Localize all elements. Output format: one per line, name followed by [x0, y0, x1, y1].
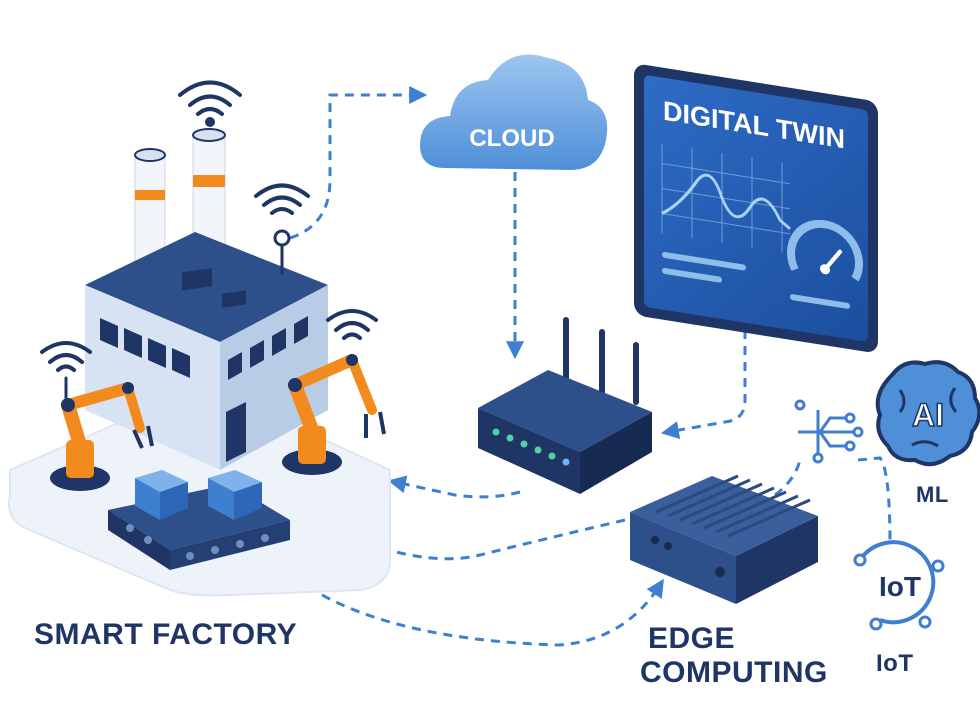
conveyor-icon [108, 470, 290, 570]
factory-platform [8, 383, 391, 597]
factory-to-cloud-arrow [289, 86, 428, 240]
twin-to-router-arrow [660, 330, 747, 439]
cloud-label: CLOUD [469, 125, 554, 152]
edge-computing-label-line1: EDGE [648, 622, 736, 655]
smart-factory-label: SMART FACTORY [34, 618, 298, 651]
wifi-icon [326, 309, 378, 340]
circuit-icon [794, 399, 864, 464]
ml-label: ML [916, 482, 949, 507]
box-1 [135, 470, 188, 520]
cloud-icon: CLOUD [420, 54, 608, 170]
robot-arm-left-icon [50, 382, 154, 491]
edge-device-icon [630, 474, 818, 604]
router-icon [478, 317, 652, 494]
gauge-icon [787, 219, 863, 282]
factory-wall-left [85, 285, 220, 470]
wifi-icon [178, 80, 242, 127]
iot-label: IoT [876, 650, 914, 677]
factory-windows [100, 316, 308, 462]
robot-arm-right-icon [282, 354, 386, 475]
ml-to-iot-link [857, 456, 892, 546]
edge-to-factory-arrow [313, 518, 626, 561]
router-to-factory-arrow [387, 475, 521, 499]
connectors [289, 86, 892, 647]
edge-to-ml-link [774, 459, 802, 497]
edge-computing-label-line2: COMPUTING [640, 656, 828, 689]
factory-roof [85, 232, 328, 342]
iot-icon: IoT [853, 540, 945, 631]
factory-to-edge-arrow [294, 576, 664, 647]
box-2 [208, 470, 262, 520]
iot-badge-label: IoT [879, 571, 921, 602]
wifi-icon [254, 183, 310, 215]
brain-icon: AI [875, 360, 980, 467]
ai-badge-label: AI [912, 397, 944, 433]
roof-sensor [273, 229, 291, 275]
smart-factory [8, 80, 391, 597]
digital-twin-screen: DIGITAL TWIN [634, 64, 878, 352]
twin-wave [661, 173, 791, 230]
wifi-icon [40, 341, 92, 400]
